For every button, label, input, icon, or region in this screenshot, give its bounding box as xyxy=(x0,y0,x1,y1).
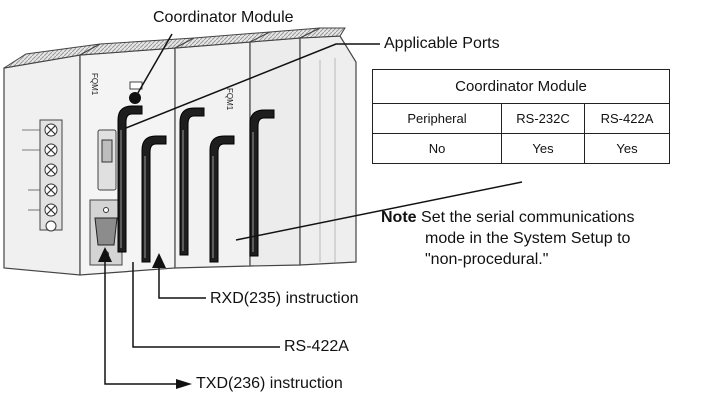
applicable-ports-label: Applicable Ports xyxy=(384,35,500,52)
header-rs422a: RS-422A xyxy=(584,103,670,134)
coordinator-pointer-dot xyxy=(129,92,141,104)
end-cover xyxy=(299,27,357,266)
value-rs232c: Yes xyxy=(501,133,585,164)
ports-table: Coordinator Module Peripheral RS-232C RS… xyxy=(372,69,670,164)
leader-lines xyxy=(104,33,523,385)
header-peripheral: Peripheral xyxy=(372,103,502,134)
ribbon-connectors xyxy=(117,105,275,263)
txd-instruction-label: TXD(236) instruction xyxy=(196,375,343,392)
rs422a-label: RS-422A xyxy=(284,338,349,355)
value-rs422a: Yes xyxy=(584,133,670,164)
coordinator-module: FQM1 xyxy=(79,37,195,276)
note-line-2: mode in the System Setup to xyxy=(425,230,631,247)
coordinator-module-label: Coordinator Module xyxy=(153,9,294,26)
note-line-3: "non-procedural." xyxy=(425,251,549,268)
arrowheads xyxy=(98,247,192,389)
value-peripheral: No xyxy=(372,133,502,164)
svg-text:FQM1: FQM1 xyxy=(90,73,99,96)
ports-table-title: Coordinator Module xyxy=(372,69,670,104)
header-rs232c: RS-232C xyxy=(501,103,585,134)
rxd-instruction-label: RXD(235) instruction xyxy=(210,290,359,307)
note-block: Note Set the serial communications mode … xyxy=(381,207,634,270)
note-line-1: Set the serial communications xyxy=(421,209,635,226)
power-supply-unit xyxy=(3,43,101,276)
svg-text:FQM1: FQM1 xyxy=(225,88,234,111)
terminal-block xyxy=(22,119,63,232)
note-prefix: Note xyxy=(381,209,417,226)
